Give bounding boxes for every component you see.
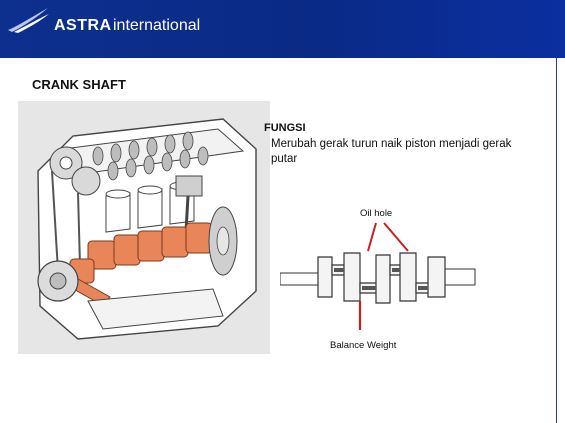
- section-text: Merubah gerak turun naik piston menjadi …: [271, 138, 512, 165]
- crankshaft-diagram: Oil hole Balance Weight: [280, 208, 476, 351]
- brand-name: ASTRA: [54, 17, 112, 34]
- slide-border: [556, 58, 557, 423]
- slide-title: CRANK SHAFT: [32, 77, 126, 92]
- astra-logo-icon: [8, 8, 49, 33]
- engine-cutaway-illustration: [18, 101, 270, 354]
- balance-weight-label: Balance Weight: [330, 340, 397, 351]
- section-heading: FUNGSI: [264, 122, 306, 134]
- oil-hole-label: Oil hole: [360, 208, 392, 219]
- header-banner: ASTRA international: [0, 0, 565, 58]
- brand-suffix: international: [113, 17, 201, 34]
- oil-hole-pointer: [367, 222, 409, 252]
